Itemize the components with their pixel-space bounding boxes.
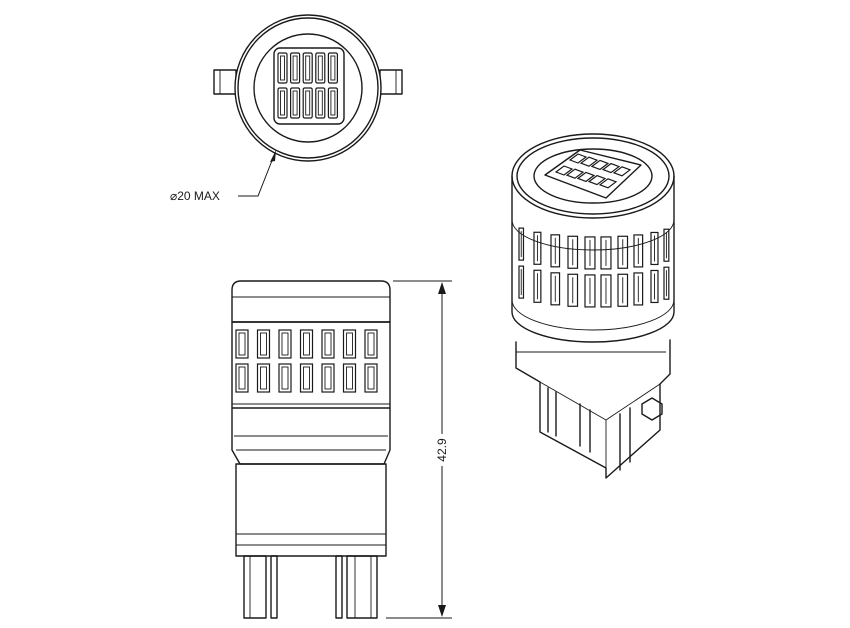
led-chip: [568, 153, 588, 164]
fin-slot-inner: [281, 332, 289, 356]
diameter-callout: ⌀20 MAX: [170, 150, 276, 203]
fin-slot: [342, 363, 357, 393]
led-chip-inner: [305, 55, 311, 81]
fin-slot: [633, 272, 644, 306]
fin-slot: [299, 329, 314, 359]
fin-slot: [533, 231, 542, 265]
fin-slot: [567, 273, 579, 307]
fin-slot: [256, 363, 271, 393]
fin-slot: [600, 274, 612, 308]
fin-slot: [617, 273, 629, 307]
led-chip: [579, 156, 599, 167]
fin-slot: [650, 269, 659, 304]
fin-slot: [278, 329, 292, 359]
fin-slot: [584, 236, 596, 270]
fin-slot: [321, 329, 335, 359]
diameter-label: ⌀20 MAX: [170, 189, 220, 203]
fin-slot-inner: [346, 332, 353, 356]
led-chip: [315, 52, 326, 84]
fin-slot: [600, 236, 612, 270]
side-view: [231, 280, 391, 619]
fin-slot-inner: [324, 332, 332, 356]
fin-slot-inner: [303, 332, 310, 356]
fin-slot-inner: [238, 332, 246, 356]
fin-slot: [342, 329, 357, 359]
iso-view-led-array: [554, 153, 632, 189]
led-chip: [327, 52, 338, 84]
fin-slot: [567, 235, 579, 269]
led-chip: [598, 178, 618, 189]
fin-slot-inner: [367, 332, 375, 356]
fin-slot: [518, 265, 525, 299]
height-label: 42.9: [435, 438, 449, 462]
fin-slot-inner: [346, 366, 353, 390]
led-chip: [290, 52, 301, 84]
led-chip: [290, 87, 301, 119]
fin-slot: [278, 363, 292, 393]
led-chip: [565, 168, 585, 179]
iso-base: [515, 339, 671, 479]
led-chip: [302, 52, 313, 84]
height-dimension: 42.9: [386, 280, 452, 619]
fin-slot-inner: [367, 366, 375, 390]
top-view: [213, 14, 403, 162]
fin-slot-inner: [281, 366, 289, 390]
led-chip-inner: [280, 90, 285, 116]
fin-slot-inner: [260, 366, 267, 390]
led-chip: [590, 159, 610, 171]
led-chip: [277, 52, 288, 84]
led-chip: [612, 166, 632, 177]
side-view-fin-slots: [235, 329, 378, 393]
led-chip: [587, 174, 607, 186]
led-chip-inner: [292, 90, 298, 116]
fin-slot: [533, 269, 542, 303]
fin-slot: [633, 234, 644, 268]
fin-slot: [321, 363, 335, 393]
led-chip-inner: [317, 55, 323, 81]
led-chip: [315, 87, 326, 119]
fin-slot: [364, 363, 378, 393]
fin-slot: [518, 227, 525, 261]
led-chip: [601, 162, 621, 174]
top-view-led-array: [277, 52, 338, 119]
fin-slot: [650, 231, 659, 266]
iso-view: [511, 133, 675, 479]
fin-slot-inner: [324, 366, 332, 390]
led-chip: [302, 87, 313, 119]
fin-slot: [584, 274, 596, 308]
fin-slot: [663, 266, 670, 300]
led-chip: [554, 165, 574, 176]
led-chip-inner: [305, 90, 311, 116]
fin-slot-inner: [260, 332, 267, 356]
led-chip-inner: [330, 90, 336, 116]
led-chip: [576, 171, 596, 183]
fin-slot-inner: [303, 366, 310, 390]
iso-view-fin-slots: [518, 227, 670, 308]
fin-slot: [235, 329, 249, 359]
fin-slot-inner: [238, 366, 246, 390]
led-chip: [327, 87, 338, 119]
fin-slot: [364, 329, 378, 359]
fin-slot: [235, 363, 249, 393]
fin-slot: [550, 272, 561, 306]
fin-slot: [256, 329, 271, 359]
fin-slot: [663, 228, 670, 262]
fin-slot: [299, 363, 314, 393]
led-chip: [277, 87, 288, 119]
fin-slot: [617, 235, 629, 269]
fin-slot: [550, 234, 561, 268]
led-chip-inner: [317, 90, 323, 116]
led-chip-inner: [280, 55, 285, 81]
led-chip-inner: [292, 55, 298, 81]
led-chip-inner: [330, 55, 336, 81]
